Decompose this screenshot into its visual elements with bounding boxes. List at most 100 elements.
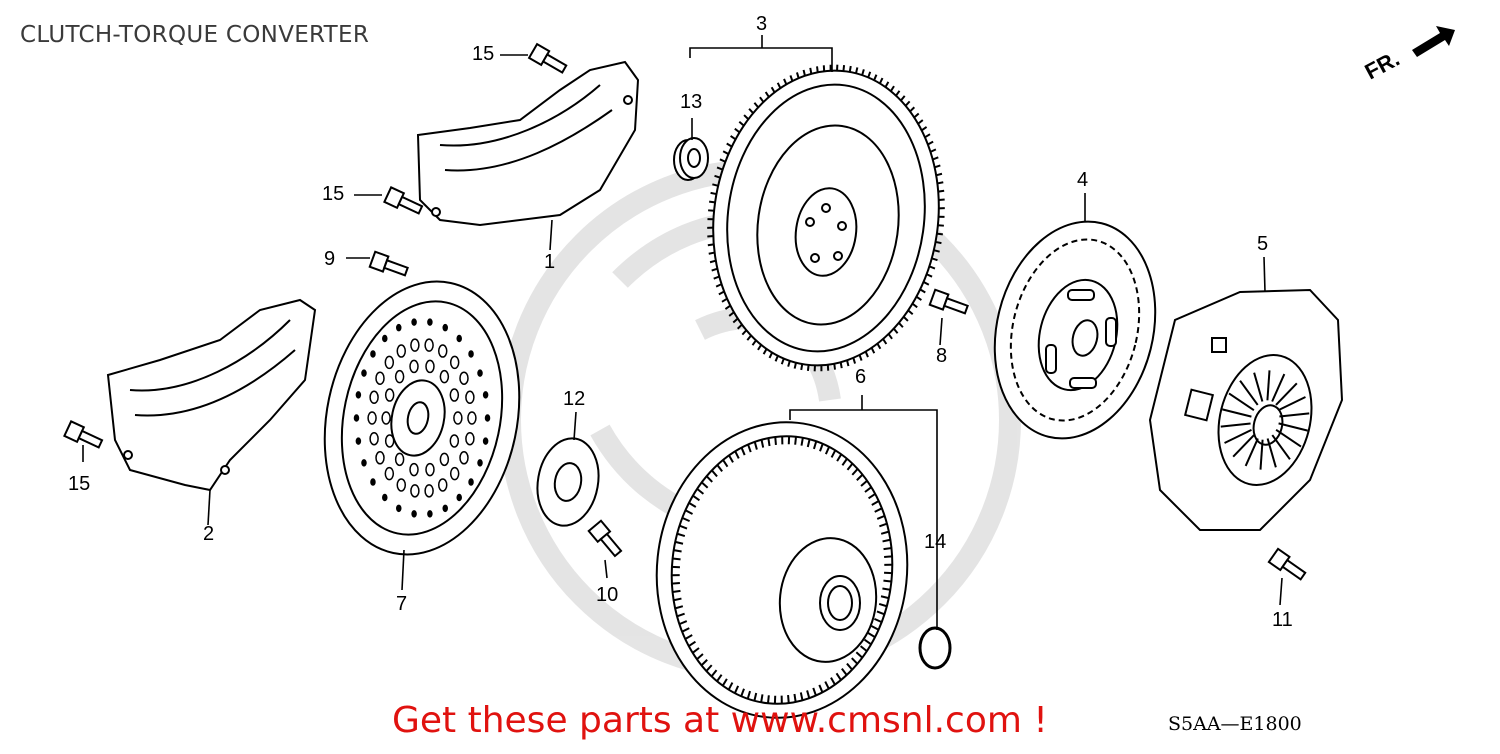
gear-tooth [707, 236, 713, 237]
gear-tooth [912, 304, 917, 308]
gear-tooth [672, 583, 680, 584]
gear-tooth [776, 356, 778, 362]
gear-tooth [847, 360, 848, 366]
callout-1: 1 [544, 251, 555, 273]
plate-hole [451, 356, 459, 368]
gear-tooth [928, 142, 933, 145]
plate-hole [486, 415, 490, 421]
gear-tooth [843, 65, 844, 71]
gear-tooth [674, 550, 682, 551]
gear-tooth [862, 69, 864, 75]
bolt-icon [384, 187, 423, 217]
plate-hole [440, 371, 448, 383]
promo-text[interactable]: Get these parts at www.cmsnl.com ! [392, 700, 1048, 741]
callout-3: 3 [756, 13, 767, 35]
callout-10: 10 [596, 584, 618, 606]
plate-hole [478, 460, 482, 466]
plate-hole [362, 460, 366, 466]
plate-hole [362, 370, 366, 376]
plate-hole [484, 438, 488, 444]
plate-hole [386, 389, 394, 401]
plate-hole [428, 319, 432, 325]
gear-tooth [929, 266, 935, 268]
callout-5: 5 [1257, 233, 1268, 255]
gear-tooth [753, 340, 757, 345]
plate-hole [443, 505, 447, 511]
plate-hole [376, 452, 384, 464]
plate-hole [469, 479, 473, 485]
leader-line [940, 318, 942, 345]
gear-tooth [709, 202, 715, 203]
gear-tooth [910, 107, 914, 111]
callout-8: 8 [936, 345, 947, 367]
gear-tooth [723, 151, 728, 154]
gear-tooth [766, 92, 769, 97]
gear-tooth [797, 72, 799, 78]
plate-hole [450, 435, 458, 447]
gear-tooth [906, 101, 910, 105]
gear-tooth [735, 129, 740, 133]
gear-tooth [716, 284, 721, 287]
gear-tooth [708, 244, 714, 245]
plate-hole [397, 479, 405, 491]
plate-hole [440, 453, 448, 465]
gear-tooth [764, 349, 767, 354]
gear-tooth [874, 75, 876, 81]
gear-tooth [719, 292, 724, 295]
gear-tooth [935, 165, 941, 167]
callout-15-mid: 15 [322, 183, 344, 205]
callout-2: 2 [203, 523, 214, 545]
plate-hole [376, 372, 384, 384]
plate-hole [443, 325, 447, 331]
plate-hole [382, 412, 390, 424]
plate-hole [428, 511, 432, 517]
gear-tooth [725, 306, 730, 309]
plate-hole [425, 339, 433, 351]
plate-hole [457, 335, 461, 341]
gear-tooth [760, 97, 764, 102]
plate-hole [450, 389, 458, 401]
plate-hole [412, 511, 416, 517]
gear-tooth [872, 348, 875, 353]
gear-tooth [885, 82, 888, 87]
gear-tooth [891, 86, 894, 91]
gear-tooth [804, 70, 805, 76]
gear-tooth [802, 438, 803, 446]
plate-hole [410, 464, 418, 476]
gear-tooth [904, 317, 908, 321]
bolt-shank [384, 260, 407, 275]
plate-hole [478, 370, 482, 376]
gear-tooth [925, 134, 930, 137]
bolt-icon [370, 252, 409, 279]
gear-tooth [709, 253, 715, 254]
svg-text:FR.: FR. [1361, 46, 1404, 85]
gear-tooth [853, 358, 855, 364]
gear-tooth [868, 72, 870, 78]
plate-hole [397, 325, 401, 331]
gear-tooth [778, 83, 781, 88]
gear-tooth [894, 329, 898, 334]
gear-tooth [927, 274, 932, 276]
plate-hole [466, 391, 474, 403]
gear-tooth [742, 330, 746, 334]
plate-hole [411, 485, 419, 497]
plate-hole [370, 391, 378, 403]
part-5-pressure-plate [1150, 290, 1342, 530]
plate-hole [411, 339, 419, 351]
gear-tooth [711, 193, 717, 194]
callout-7: 7 [396, 593, 407, 615]
callout-13: 13 [680, 91, 702, 113]
bolt-icon [589, 521, 624, 559]
gear-tooth [739, 122, 744, 126]
plate-hole [469, 351, 473, 357]
plate-hole [425, 485, 433, 497]
plate-hole [484, 392, 488, 398]
gear-tooth [817, 66, 818, 72]
plate-hole [426, 360, 434, 372]
part-6-torque-converter [642, 410, 922, 731]
front-direction-arrow-icon: FR. [1361, 26, 1455, 84]
plate-hole [460, 452, 468, 464]
gear-tooth [754, 103, 758, 108]
